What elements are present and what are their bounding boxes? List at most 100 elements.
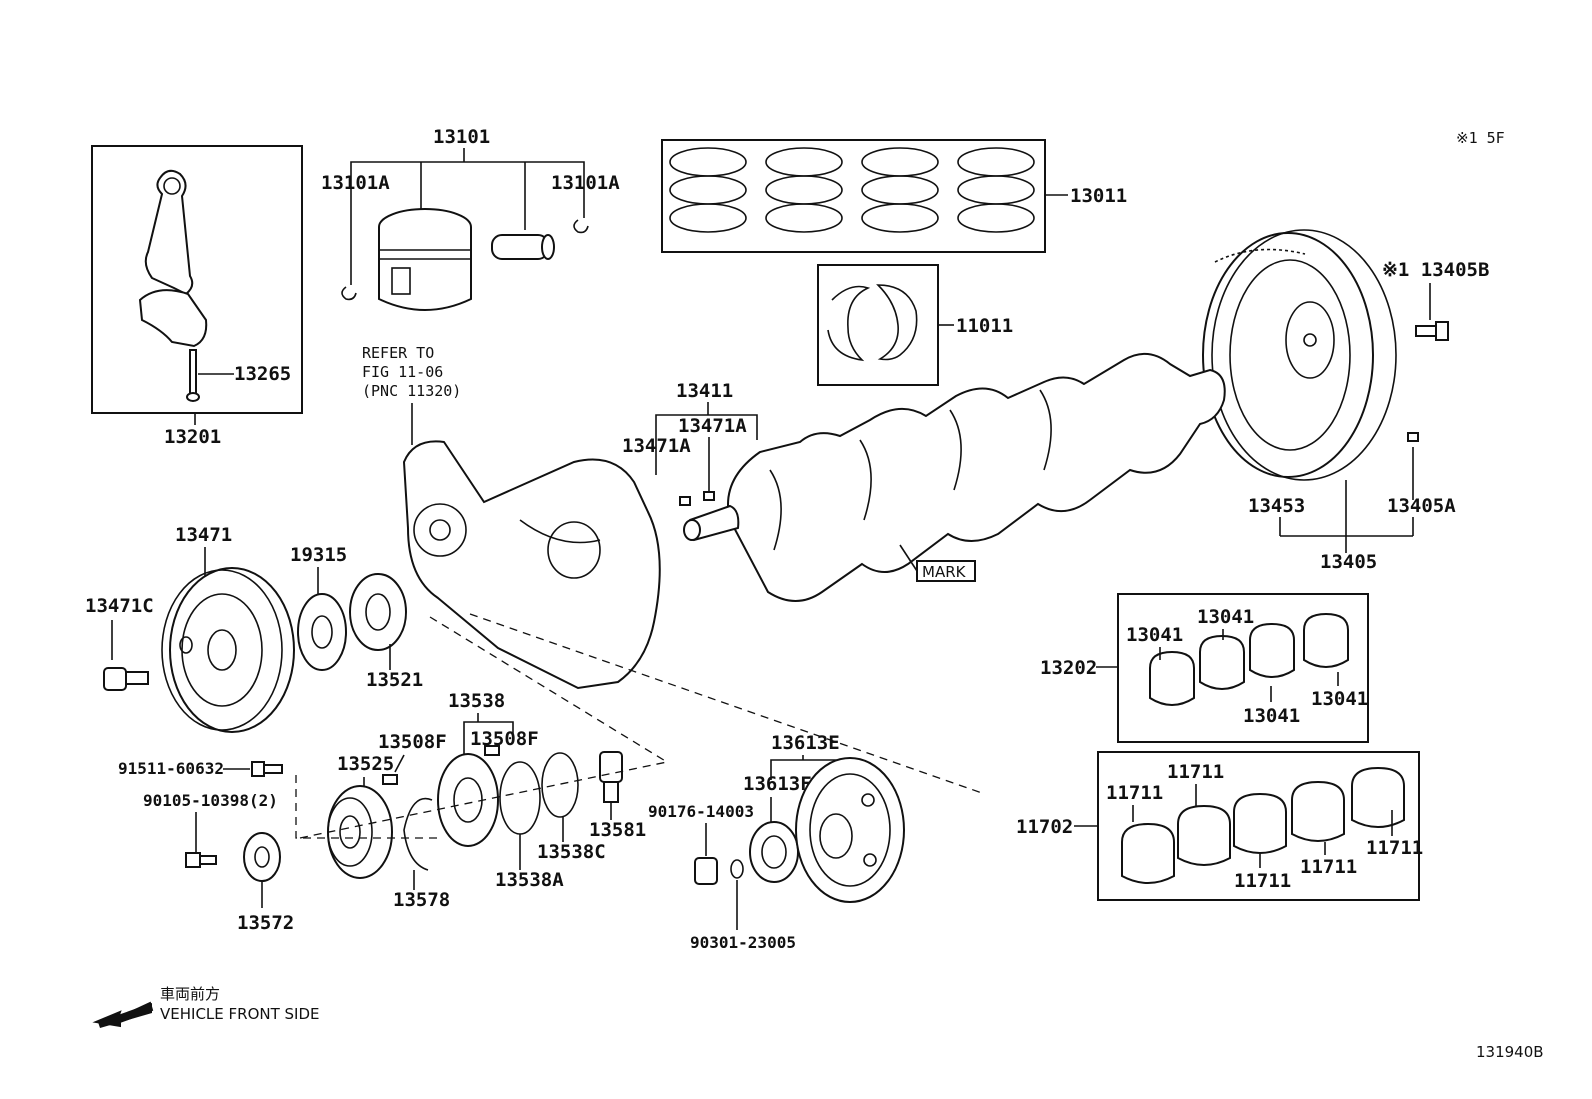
label-13613e: 13613E (771, 732, 840, 754)
label-13405a: 13405A (1387, 495, 1456, 517)
main-bearing-shells (1121, 766, 1405, 884)
label-11011: 11011 (956, 315, 1013, 337)
label-13471c: 13471C (85, 595, 154, 617)
crank-key-2 (703, 491, 715, 501)
flywheel-bolt (1415, 321, 1449, 341)
label-13453: 13453 (1248, 495, 1305, 517)
timing-sprocket-group: 19315 13521 (290, 544, 423, 691)
crank-sprocket-drawing (349, 573, 407, 651)
snap-ring-13578 (403, 797, 433, 871)
label-13521: 13521 (366, 669, 423, 691)
piston-group: 13101 13101A 13101A (321, 126, 620, 311)
timing-cover-group: REFER TO FIG 11-06 (PNC 11320) (362, 344, 661, 690)
bolt-91511 (251, 761, 283, 777)
label-13613f: 13613F (743, 773, 812, 795)
front-label-en: VEHICLE FRONT SIDE (160, 1005, 320, 1023)
label-91511-60632: 91511-60632 (118, 759, 224, 778)
label-13525: 13525 (337, 753, 394, 775)
label-13471a-left: 13471A (622, 435, 691, 457)
plug-90176 (694, 857, 718, 885)
figure-id: 131940B (1476, 1043, 1544, 1061)
ring-set-box (661, 139, 1046, 253)
vehicle-front-indicator: 車両前方 VEHICLE FRONT SIDE (92, 985, 320, 1028)
label-13405: 13405 (1320, 551, 1377, 573)
label-11711-b: 11711 (1167, 761, 1224, 783)
label-13265: 13265 (234, 363, 291, 385)
crank-key-1 (679, 496, 691, 506)
label-13041-d: 13041 (1311, 688, 1368, 710)
connecting-rod-group: 13265 13201 (91, 145, 303, 448)
label-90176-14003: 90176-14003 (648, 802, 754, 821)
snap-ring-left (341, 286, 357, 301)
label-11711-c: 11711 (1234, 870, 1291, 892)
label-19315: 19315 (290, 544, 347, 566)
thrust-washer-drawing (827, 284, 918, 362)
label-11711-e: 11711 (1366, 837, 1423, 859)
label-13538: 13538 (448, 690, 505, 712)
label-13538a: 13538A (495, 869, 564, 891)
label-11702: 11702 (1016, 816, 1073, 838)
label-13101a-right: 13101A (551, 172, 620, 194)
label-13041-a: 13041 (1126, 624, 1183, 646)
label-11711-d: 11711 (1300, 856, 1357, 878)
timing-cover-drawing (402, 440, 661, 690)
ring-sets-drawing (669, 147, 1035, 233)
bolt-90105 (185, 852, 217, 868)
flywheel-group: ※1 13405B 13453 13405A 13405 (1202, 229, 1489, 573)
snap-ring-right (573, 219, 589, 234)
label-13538c: 13538C (537, 841, 606, 863)
flywheel-pin (1407, 432, 1419, 442)
dashed-reference-lines (295, 613, 983, 839)
label-13581: 13581 (589, 819, 646, 841)
refer-line-3: (PNC 11320) (362, 382, 461, 400)
crank-bearing-shells (1149, 612, 1349, 706)
balancer-gear-drawing (327, 785, 393, 879)
label-13201: 13201 (164, 426, 221, 448)
label-11711-a: 11711 (1106, 782, 1163, 804)
label-13405b: ※1 13405B (1382, 259, 1489, 281)
ring-13538a (499, 761, 541, 835)
ring-13538c (541, 752, 579, 818)
label-13578: 13578 (393, 889, 450, 911)
label-13471: 13471 (175, 524, 232, 546)
plate-13572 (243, 832, 281, 882)
flywheel-drawing (1202, 229, 1397, 481)
refer-line-2: FIG 11-06 (362, 363, 443, 381)
label-13202: 13202 (1040, 657, 1097, 679)
signal-plate-drawing (297, 593, 347, 671)
piston-pin-drawing (491, 234, 555, 260)
key-13508f-right (484, 745, 500, 756)
label-90105-10398: 90105-10398(2) (143, 791, 278, 810)
main-bearing-group: 11702 11711 11711 11711 11711 11711 (1016, 751, 1423, 901)
crank-bearing-group: 13202 13041 13041 13041 13041 (1040, 593, 1369, 743)
pulley-bolt (103, 667, 149, 691)
label-13101: 13101 (433, 126, 490, 148)
front-arrow-shaft (98, 1003, 152, 1028)
label-13411: 13411 (676, 380, 733, 402)
label-13041-b: 13041 (1197, 606, 1254, 628)
lower-timing-group: 13538 13508F 13508F 13525 13578 13538A (118, 690, 646, 934)
note-label: ※1 5F (1456, 129, 1505, 147)
gear-13613e-drawing (795, 757, 905, 903)
washer-90301 (730, 859, 744, 879)
label-13508f-right: 13508F (470, 728, 539, 750)
connecting-rod-drawing (138, 169, 208, 402)
balance-gear-group: 13613E 13613F 90176-14003 90301-23005 (648, 732, 905, 952)
thrust-washer-group: 11011 (817, 264, 1013, 386)
label-13508f-left: 13508F (378, 731, 447, 753)
label-13471a-right: 13471A (678, 415, 747, 437)
tensioner-13581 (599, 751, 623, 803)
refer-line-1: REFER TO (362, 344, 434, 362)
key-13508f-left (382, 774, 398, 785)
label-13572: 13572 (237, 912, 294, 934)
label-13011: 13011 (1070, 185, 1127, 207)
piston-drawing (378, 208, 472, 311)
oil-seal-13613f (749, 821, 799, 883)
label-90301-23005: 90301-23005 (690, 933, 796, 952)
connecting-rod-box (91, 145, 303, 414)
front-label-jp: 車両前方 (160, 985, 220, 1003)
crankshaft-drawing (683, 353, 1226, 602)
crankshaft-group: 13411 13471A 13471A MARK (622, 353, 1226, 602)
mark-label: MARK (922, 563, 967, 581)
